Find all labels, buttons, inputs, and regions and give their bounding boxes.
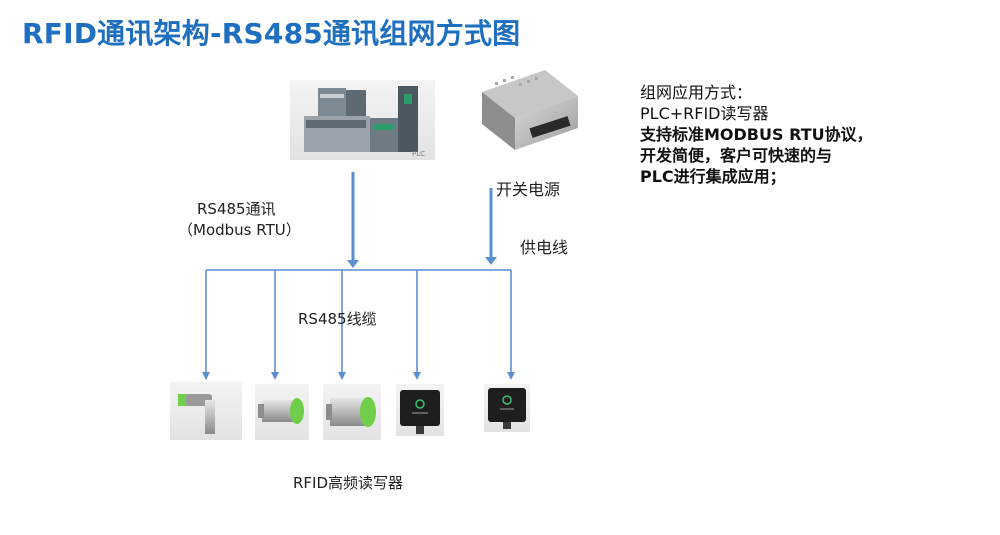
power-line-label: 供电线 [520, 238, 569, 257]
rs485-feed-arrowhead [347, 260, 359, 268]
side-line-1: 组网应用方式： [640, 83, 753, 102]
plc-caption: PLC [412, 150, 425, 158]
side-line-5: PLC进行集成应用； [640, 167, 786, 186]
side-line-4: 开发简便，客户可快速的与 [640, 146, 833, 165]
rfid-reader-image-2 [255, 384, 309, 440]
side-line-2: PLC+RFID读写器 [640, 104, 769, 123]
power-feed-arrowhead [485, 257, 497, 265]
rfid-readers-label: RFID高频读写器 [293, 474, 404, 492]
power-supply-label: 开关电源 [496, 180, 561, 199]
rfid-reader-image-5 [484, 384, 530, 432]
rs485-cable-label: RS485线缆 [298, 310, 377, 328]
slide-title: RFID通讯架构-RS485通讯组网方式图 [22, 17, 521, 50]
rfid-reader-image-4 [396, 384, 444, 436]
side-description: 组网应用方式： PLC+RFID读写器 支持标准MODBUS RTU协议， 开发… [640, 82, 940, 187]
modbus-label: （Modbus RTU） [178, 221, 301, 239]
plc-image [290, 80, 435, 160]
power-supply-image [470, 68, 578, 160]
rs485-comm-label: RS485通讯 [197, 200, 276, 218]
rfid-reader-image-3 [323, 384, 381, 440]
rfid-reader-image-1 [170, 382, 242, 440]
side-line-3: 支持标准MODBUS RTU协议， [640, 125, 873, 144]
